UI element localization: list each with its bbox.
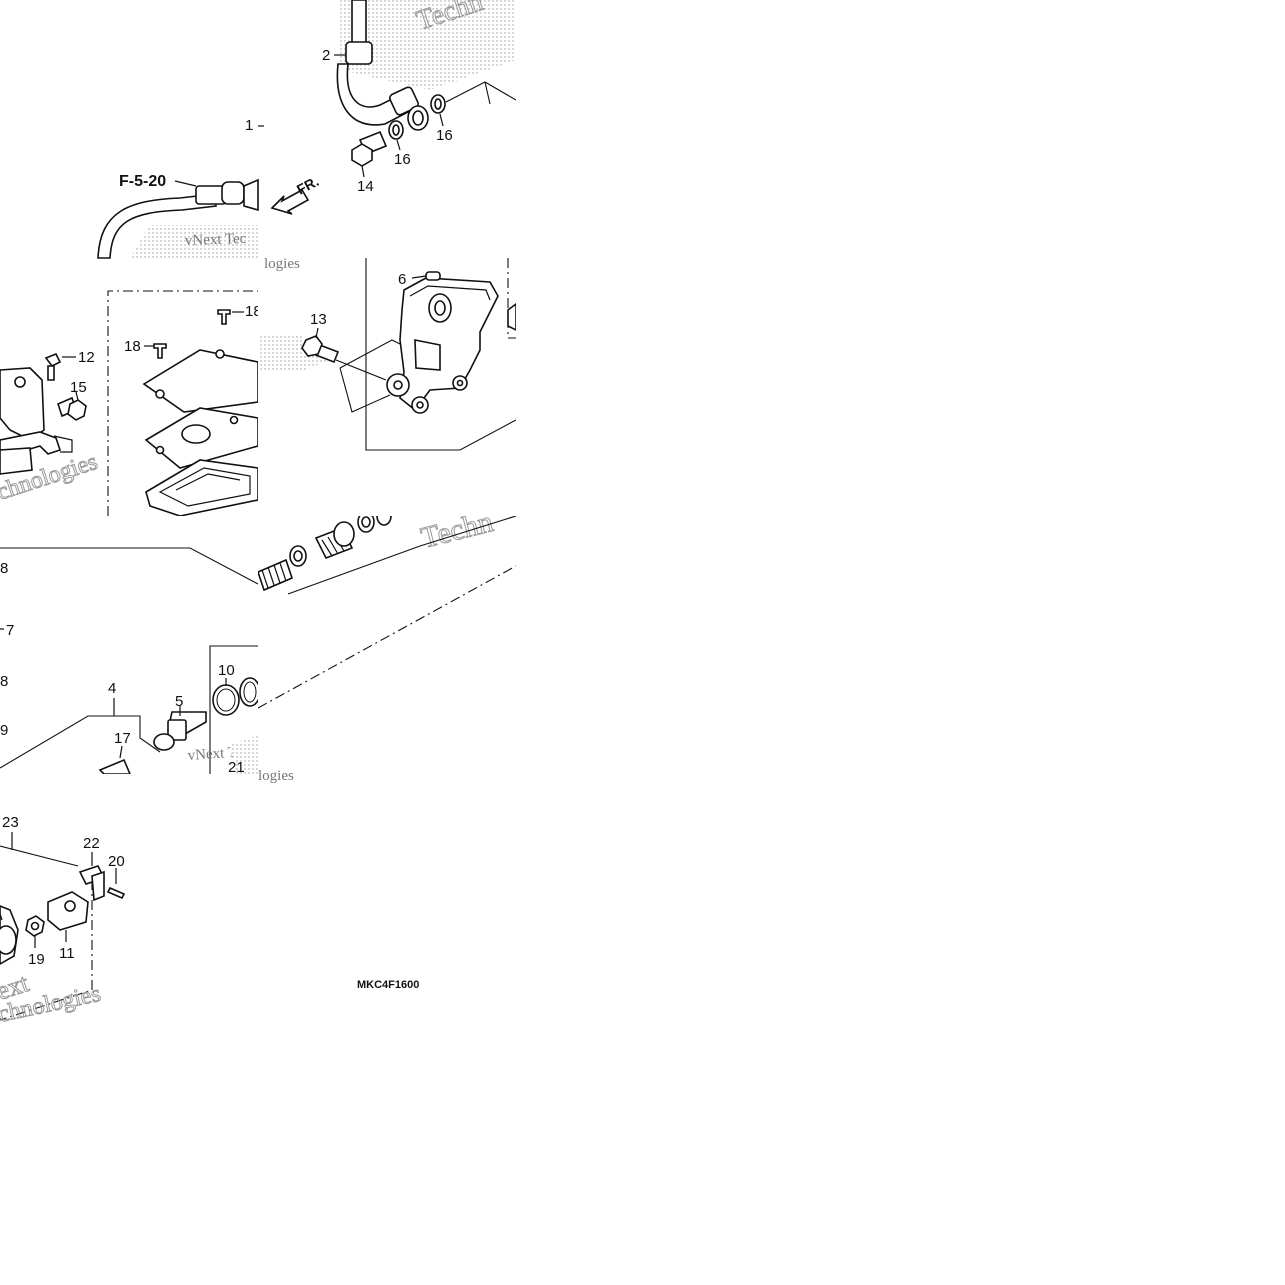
callout-17: 17 (114, 730, 131, 747)
callout-4: 4 (108, 680, 116, 697)
callout-8: 8 (0, 560, 8, 577)
callout-6: 6 (398, 271, 406, 288)
callout-13: 13 (310, 311, 327, 328)
callout-5: 5 (175, 693, 183, 710)
callout-8: 8 (0, 673, 8, 690)
screw-18 (153, 343, 167, 359)
reference-label: F-5-20 (119, 173, 166, 190)
callout-23: 23 (2, 814, 19, 831)
banjo-fitting (388, 86, 420, 116)
callout-10: 10 (218, 662, 235, 679)
watermark-text: Techn (418, 505, 497, 555)
watermark-text: vNext Te (187, 744, 243, 764)
hose-bend (336, 63, 410, 126)
callout-20: 20 (108, 853, 125, 870)
callout-12: 12 (78, 349, 95, 366)
tile-push-rod: 8 7 8 9 4 5 10 17 vNext Te 21 (0, 547, 258, 776)
callout-7: 7 (6, 622, 14, 639)
tile-brake-hose-upper: Techn 2 16 16 14 FR. (258, 0, 516, 215)
screw-18 (217, 309, 231, 325)
callout-9: 9 (0, 722, 8, 739)
callout-16: 16 (394, 151, 411, 168)
callout-16: 16 (436, 127, 453, 144)
tile-master-cylinder: logies 6 13 (258, 256, 516, 451)
callout-18: 18 (245, 303, 262, 320)
callout-11: 11 (59, 945, 75, 962)
clip-6 (425, 271, 441, 281)
hose-grommet (345, 41, 373, 65)
hose-clamp (221, 181, 245, 205)
tile-reservoir-cap: 18 18 12 15 chnologies (0, 290, 262, 516)
diagram-code: MKC4F1600 (357, 979, 419, 991)
bolt-12 (47, 365, 55, 381)
callout-2: 2 (322, 47, 330, 64)
callout-22: 22 (83, 835, 100, 852)
callout-3: 3 (248, 655, 256, 672)
watermark-text: vNext Tec (185, 231, 247, 249)
tile-clevis: 23 22 20 11 19 ext chnologies (0, 814, 126, 1028)
callout-21: 21 (228, 759, 245, 776)
tile-piston-kit: Techn 3 (248, 505, 516, 709)
watermark-text: logies (264, 256, 300, 272)
callout-1: 1 (245, 117, 253, 134)
callout-15: 15 (70, 379, 87, 396)
reservoir-diaphragm (145, 459, 258, 516)
callout-14: 14 (357, 178, 374, 195)
front-direction-arrow-icon (270, 188, 310, 215)
callout-18: 18 (124, 338, 141, 355)
bolt-hex-head (351, 143, 373, 167)
bolt-12-head (44, 352, 62, 368)
brake-hose (351, 0, 367, 46)
tile-hose-ref: 1 F-5-20 vNext Tec (97, 117, 259, 259)
cotter-pin-20 (106, 886, 126, 900)
push-rod-boot (153, 733, 175, 751)
watermark-text: logies (258, 768, 294, 784)
reservoir-cap (142, 349, 258, 413)
spring-17 (98, 758, 131, 774)
callout-19: 19 (28, 951, 45, 968)
